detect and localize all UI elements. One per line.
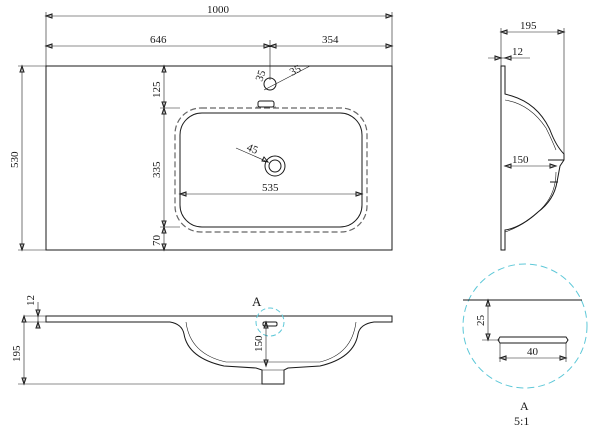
- dim-basin-height: 335: [151, 161, 163, 178]
- dim-top-margin: 125: [151, 81, 163, 98]
- dim-detail-height: 25: [475, 315, 487, 327]
- dim-front-basin-depth: 150: [253, 335, 265, 352]
- dim-overall-width: 1000: [207, 4, 230, 16]
- dim-height: 530: [9, 151, 21, 168]
- front-view: A 12 195 150: [11, 294, 393, 386]
- dim-drain: 45: [245, 142, 260, 157]
- dim-right-offset: 354: [322, 34, 339, 46]
- dim-tap-hole-1: 35: [254, 68, 269, 83]
- dim-bottom-margin: 70: [151, 235, 163, 247]
- side-view: 195 12 150: [488, 20, 566, 251]
- top-view: 1000 646 354 530 125 335 70 535 45 35 35: [9, 4, 394, 252]
- dim-front-thickness: 12: [25, 295, 37, 306]
- dim-side-basin-depth: 150: [512, 154, 529, 166]
- dim-front-height: 195: [11, 345, 23, 362]
- detail-marker-circle: [255, 307, 285, 337]
- detail-marker-label: A: [252, 294, 262, 309]
- basin-outline-inner: [179, 112, 363, 228]
- dim-side-depth: 195: [520, 20, 537, 32]
- countertop-outline: [45, 65, 393, 251]
- front-profile: [45, 315, 393, 385]
- overflow-slot: [257, 100, 275, 108]
- detail-view: 25 40 A 5:1: [462, 263, 588, 428]
- drain-inner: [268, 159, 282, 173]
- detail-scale: 5:1: [514, 414, 529, 428]
- dim-left-offset: 646: [150, 34, 167, 46]
- drain-outer: [264, 155, 286, 177]
- dim-side-top-thickness: 12: [512, 46, 523, 58]
- side-profile: [500, 65, 565, 251]
- detail-circle: [462, 263, 588, 389]
- detail-label: A: [520, 399, 529, 413]
- basin-outline-outer: [174, 107, 368, 233]
- dim-basin-width: 535: [262, 182, 279, 194]
- dim-detail-width: 40: [527, 346, 539, 358]
